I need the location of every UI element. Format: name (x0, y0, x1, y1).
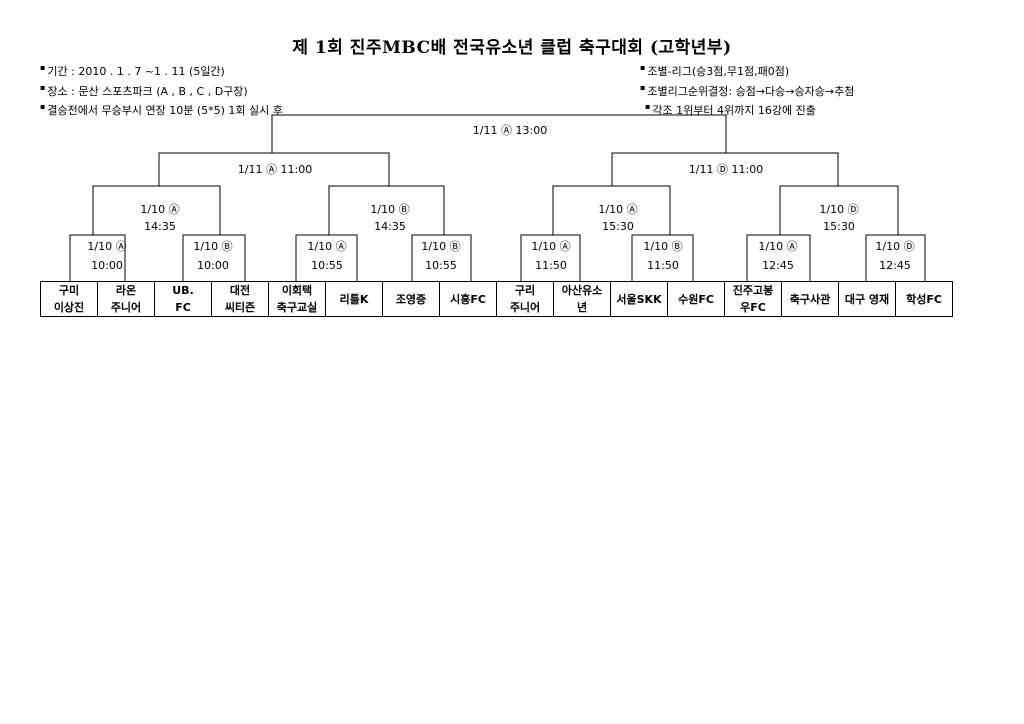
qf3-time-label: 15:30 (602, 220, 634, 233)
r16-8-time: 12:45 (879, 259, 911, 272)
qf1-connector (92, 185, 221, 235)
r16-6-date: 1/10 Ⓑ (643, 240, 683, 253)
r16-7-time: 12:45 (762, 259, 794, 272)
r16-3-connector (295, 234, 358, 281)
semi-right-match-label: 1/11 Ⓓ 11:00 (688, 163, 764, 176)
r16-4-time: 10:55 (425, 259, 457, 272)
team-cell: 서울SKK (610, 281, 668, 317)
final-connector (271, 114, 727, 120)
note-league-points: ▪조별-리그(승3점,무1점,패0점) (640, 63, 790, 78)
note-venue: ▪장소 : 문산 스포츠파크 (A , B , C , D구장) (40, 83, 248, 98)
team-cell: 축구사관 (781, 281, 839, 317)
r16-6-time: 11:50 (647, 259, 679, 272)
r16-7-connector (746, 234, 811, 281)
r16-1-connector (69, 234, 126, 281)
r16-4-date: 1/10 Ⓑ (421, 240, 461, 253)
r16-2-date: 1/10 Ⓑ (193, 240, 233, 253)
note-period: ▪기간 : 2010 . 1 . 7 ~1 . 11 (5일간) (40, 63, 225, 78)
note-ranking-rule: ▪조별리그순위결정: 승점→다승→승자승→추첨 (640, 83, 855, 98)
r16-3-time: 10:55 (311, 259, 343, 272)
page-title: 제 1회 진주MBC배 전국유소년 클럽 축구대회 (고학년부) (292, 38, 732, 58)
note-advancement: ▪각조 1위부터 4위까지 16강에 진출 (645, 102, 816, 117)
r16-3-date: 1/10 Ⓐ (307, 240, 347, 253)
r16-4-connector (411, 234, 472, 281)
final-match-label: 1/11 Ⓐ 13:00 (472, 124, 548, 137)
semi-left-connector (158, 152, 390, 186)
r16-1-time: 10:00 (91, 259, 123, 272)
qf4-date-label: 1/10 Ⓓ (819, 203, 859, 216)
r16-6-connector (631, 234, 694, 281)
team-cell: 리틀K (325, 281, 383, 317)
qf1-date-label: 1/10 Ⓐ (140, 203, 180, 216)
qf3-date-label: 1/10 Ⓐ (598, 203, 638, 216)
qf1-time-label: 14:35 (144, 220, 176, 233)
r16-5-date: 1/10 Ⓐ (531, 240, 571, 253)
qf2-connector (328, 185, 445, 235)
r16-5-time: 11:50 (535, 259, 567, 272)
r16-8-date: 1/10 Ⓓ (875, 240, 915, 253)
r16-2-connector (182, 234, 246, 281)
team-cell: 시흥FC (439, 281, 497, 317)
r16-8-connector (865, 234, 926, 281)
note-tiebreak: ▪결승전에서 무승부시 연장 10분 (5*5) 1회 실시 후 (40, 102, 283, 117)
qf2-date-label: 1/10 Ⓑ (370, 203, 410, 216)
qf4-time-label: 15:30 (823, 220, 855, 233)
team-cell: 수원FC (667, 281, 725, 317)
semi-left-match-label: 1/11 Ⓐ 11:00 (237, 163, 313, 176)
team-cell: 학성FC (895, 281, 953, 317)
r16-7-date: 1/10 Ⓐ (758, 240, 798, 253)
qf4-connector (779, 185, 899, 235)
team-cell: 대구 영재 (838, 281, 896, 317)
qf2-time-label: 14:35 (374, 220, 406, 233)
r16-5-connector (520, 234, 581, 281)
r16-2-time: 10:00 (197, 259, 229, 272)
team-cell: UB.FC (154, 281, 212, 317)
r16-1-date: 1/10 Ⓐ (87, 240, 127, 253)
team-cell: 조영증 (382, 281, 440, 317)
semi-right-connector (611, 152, 839, 186)
qf3-connector (552, 185, 671, 235)
